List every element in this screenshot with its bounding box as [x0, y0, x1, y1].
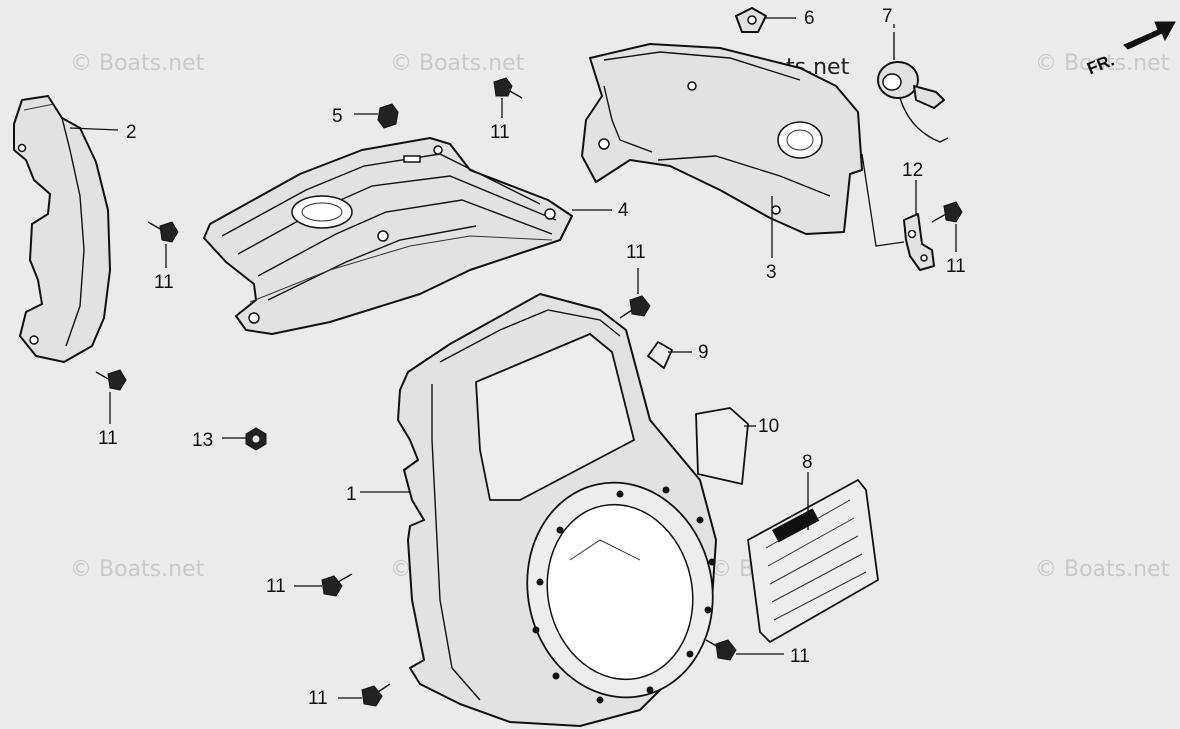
nut-part[interactable] [245, 427, 267, 451]
label-plate-part[interactable] [747, 479, 879, 643]
callout-11-h: 11 [308, 688, 328, 709]
callout-2: 2 [126, 122, 137, 143]
bolt-f[interactable] [321, 573, 353, 597]
bolt-b[interactable] [147, 221, 179, 243]
watermark-bottom-left: © Boats.net [70, 557, 205, 582]
callout-9: 9 [698, 342, 709, 363]
callout-11-d: 11 [946, 256, 966, 277]
watermark-bottom-right: © Boats.net [1035, 557, 1170, 582]
callout-11-e: 11 [98, 428, 118, 449]
callout-10: 10 [758, 416, 779, 437]
seal-square-part[interactable] [647, 341, 673, 369]
bolt-g[interactable] [705, 639, 737, 661]
seal-sheet-part[interactable] [695, 407, 749, 485]
callout-3: 3 [766, 262, 777, 283]
callout-12: 12 [902, 160, 923, 181]
callout-11-g: 11 [790, 646, 810, 667]
callout-1: 1 [346, 484, 357, 505]
callout-11-b: 11 [154, 272, 174, 293]
fan-shroud-part[interactable] [397, 293, 732, 727]
callout-11-f: 11 [266, 576, 286, 597]
callout-4: 4 [618, 200, 629, 221]
side-cover-part[interactable] [13, 95, 111, 363]
clip-part[interactable] [735, 7, 767, 33]
watermark-top-left: © Boats.net [70, 51, 205, 76]
grommet-part[interactable] [377, 103, 399, 129]
callout-13: 13 [192, 430, 213, 451]
top-plate-part[interactable] [203, 137, 573, 335]
bolt-d[interactable] [931, 201, 963, 223]
bolt-e[interactable] [95, 369, 127, 391]
callout-11-a: 11 [490, 122, 510, 143]
switch-part[interactable] [877, 32, 949, 143]
callout-6: 6 [804, 8, 815, 29]
bracket-part[interactable] [903, 213, 935, 271]
shroud-plate-part[interactable] [581, 43, 863, 235]
callout-5: 5 [332, 106, 343, 127]
bolt-a[interactable] [493, 77, 523, 99]
watermark-top-right: © Boats.net [1035, 51, 1170, 76]
bolt-h[interactable] [361, 683, 391, 707]
leader-lines [69, 17, 957, 699]
callout-7: 7 [882, 6, 893, 27]
bolt-c[interactable] [619, 295, 651, 319]
callout-11-c: 11 [626, 242, 646, 263]
callout-8: 8 [802, 452, 813, 473]
watermark-top-center: © Boats.net [390, 51, 525, 76]
